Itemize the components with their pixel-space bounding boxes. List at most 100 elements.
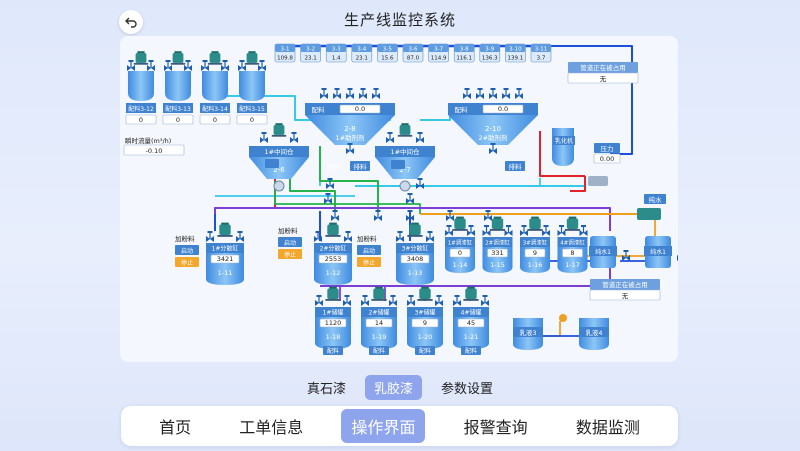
pump-3-6[interactable]: 3-687.0 — [402, 43, 424, 63]
valve-icon[interactable] — [406, 193, 414, 204]
valve-icon[interactable] — [344, 231, 352, 242]
valve-icon[interactable] — [489, 88, 497, 99]
nav-data-monitor[interactable]: 数据监测 — [575, 418, 640, 437]
store-batch-button-label[interactable]: 配料 — [419, 347, 431, 355]
valve-icon[interactable] — [374, 210, 382, 221]
start-button[interactable] — [278, 237, 302, 247]
hopper-btn-label[interactable]: 配料 — [312, 105, 326, 114]
valve-icon[interactable] — [201, 60, 209, 71]
pump-3-3[interactable]: 3-31.4 — [325, 43, 347, 63]
valve-icon[interactable] — [406, 210, 414, 221]
pump-3-4[interactable]: 3-423.1 — [351, 43, 373, 63]
start-button[interactable] — [175, 245, 199, 255]
valve-icon[interactable] — [481, 295, 489, 306]
back-button[interactable] — [119, 10, 143, 34]
store-batch-button[interactable] — [369, 346, 389, 355]
store-batch-button-label[interactable]: 配料 — [373, 347, 385, 355]
valve-icon[interactable] — [542, 225, 550, 236]
valve-icon[interactable] — [238, 60, 246, 71]
stop-button-label[interactable]: 停止 — [284, 251, 296, 259]
valve-icon[interactable] — [324, 193, 332, 204]
valve-icon[interactable] — [221, 60, 229, 71]
pump-3-2[interactable]: 3-223.1 — [300, 43, 321, 63]
discharge-btn-2[interactable] — [505, 161, 525, 171]
valve-icon[interactable] — [326, 178, 334, 189]
stop-button[interactable] — [175, 257, 199, 267]
valve-icon[interactable] — [504, 225, 513, 236]
stop-button-label[interactable]: 停止 — [181, 259, 193, 267]
valve-icon[interactable] — [361, 295, 369, 306]
valve-icon[interactable] — [557, 225, 566, 236]
valve-icon[interactable] — [484, 210, 492, 221]
store-batch-button[interactable] — [415, 346, 435, 355]
valve-icon[interactable] — [407, 295, 415, 306]
start-button-label[interactable]: 启动 — [181, 247, 193, 255]
discharge-btn-2-label[interactable]: 排料 — [509, 162, 523, 171]
store-batch-button-label[interactable]: 配料 — [465, 347, 477, 355]
store-batch-button[interactable] — [323, 346, 343, 355]
store-batch-button-label[interactable]: 配料 — [327, 347, 339, 355]
valve-icon[interactable] — [435, 295, 443, 306]
discharge-btn-1-label[interactable]: 排料 — [354, 162, 368, 171]
start-button-label[interactable]: 启动 — [363, 247, 375, 255]
valve-icon[interactable] — [343, 295, 351, 306]
valve-icon[interactable] — [445, 225, 453, 236]
discharge-label-1[interactable]: 排料 — [327, 162, 341, 171]
valve-icon[interactable] — [579, 225, 588, 236]
valve-icon[interactable] — [426, 231, 434, 242]
valve-icon[interactable] — [476, 88, 484, 99]
valve-icon[interactable] — [346, 143, 354, 154]
store-batch-button[interactable] — [461, 346, 481, 355]
valve-icon[interactable] — [320, 88, 328, 99]
pump-3-11[interactable]: 3-113.7 — [530, 43, 552, 63]
tab-real-stone-paint[interactable]: 真石漆 — [306, 382, 346, 397]
valve-icon[interactable] — [396, 231, 404, 242]
valve-icon[interactable] — [164, 60, 172, 71]
valve-icon[interactable] — [515, 88, 523, 99]
pump-3-5[interactable]: 3-515.6 — [377, 43, 398, 63]
valve-icon[interactable] — [463, 88, 471, 99]
nav-home[interactable]: 首页 — [159, 418, 192, 437]
stop-button-label[interactable]: 停止 — [363, 259, 375, 267]
start-button-label[interactable]: 启动 — [284, 239, 296, 247]
valve-icon[interactable] — [359, 88, 367, 99]
valve-icon[interactable] — [290, 132, 298, 143]
valve-icon[interactable] — [206, 231, 214, 242]
valve-icon[interactable] — [453, 295, 461, 306]
valve-icon[interactable] — [502, 88, 510, 99]
valve-icon[interactable] — [416, 132, 424, 143]
valve-icon[interactable] — [331, 210, 339, 221]
stop-button[interactable] — [278, 249, 302, 259]
hopper-btn-label[interactable]: 配料 — [455, 105, 469, 114]
discharge-tag[interactable] — [265, 159, 279, 168]
start-button[interactable] — [357, 245, 381, 255]
stop-button[interactable] — [357, 257, 381, 267]
nav-operation[interactable]: 操作界面 — [341, 409, 426, 443]
valve-icon[interactable] — [482, 225, 491, 236]
valve-icon[interactable] — [333, 88, 341, 99]
tab-latex-paint[interactable]: 乳胶漆 — [364, 375, 422, 400]
valve-icon[interactable] — [489, 143, 497, 154]
valve-icon[interactable] — [258, 60, 266, 71]
valve-icon[interactable] — [446, 210, 454, 221]
valve-icon[interactable] — [184, 60, 192, 71]
discharge-btn-1[interactable] — [350, 161, 370, 171]
valve-icon[interactable] — [346, 88, 354, 99]
valve-icon[interactable] — [315, 295, 323, 306]
valve-icon[interactable] — [147, 60, 155, 71]
valve-icon[interactable] — [622, 250, 630, 261]
valve-icon[interactable] — [314, 231, 322, 242]
valve-icon[interactable] — [372, 88, 380, 99]
tab-parameter-settings[interactable]: 参数设置 — [441, 382, 494, 397]
discharge-tag[interactable] — [391, 160, 405, 169]
valve-icon[interactable] — [677, 250, 678, 261]
valve-icon[interactable] — [520, 225, 528, 236]
valve-icon[interactable] — [416, 178, 424, 189]
valve-icon[interactable] — [389, 295, 397, 306]
nav-work-order[interactable]: 工单信息 — [239, 418, 304, 437]
